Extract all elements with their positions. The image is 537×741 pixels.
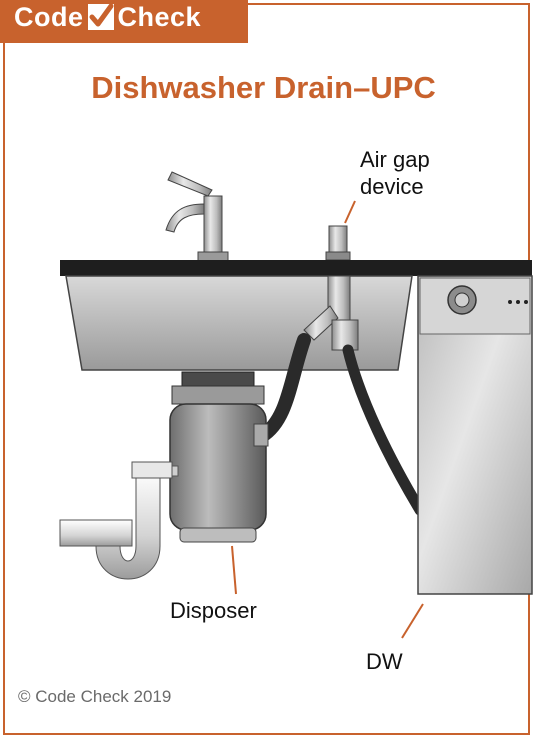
air-gap-label-line2: device — [360, 174, 424, 199]
drain-hose-to-disposer — [255, 333, 311, 443]
checkbox-check-icon — [87, 3, 114, 30]
dishwasher-callout: DW — [366, 649, 403, 674]
copyright-notice: © Code Check 2019 — [18, 687, 172, 706]
brand-word-check: Check — [117, 2, 202, 32]
p-trap — [59, 461, 179, 580]
brand-logo: Code Check — [14, 2, 201, 33]
dw-leader — [401, 603, 424, 639]
dishwasher — [417, 275, 533, 595]
air-gap-device — [325, 225, 351, 261]
air-gap-label-line1: Air gap — [360, 147, 430, 172]
air-gap-callout: Air gap device — [360, 146, 430, 200]
sink-bowl — [65, 275, 413, 371]
drain-hose-from-dishwasher — [342, 344, 426, 516]
disposer-leader — [231, 545, 237, 595]
brand-word-code: Code — [14, 2, 84, 32]
air-gap-tailpiece — [303, 275, 359, 351]
brand-tab: Code Check — [0, 0, 248, 43]
disposer-callout: Disposer — [170, 598, 257, 623]
countertop — [60, 260, 532, 276]
faucet — [165, 171, 229, 263]
diagram-title: Dishwasher Drain–UPC — [91, 70, 436, 105]
air-gap-leader — [344, 200, 356, 224]
disposer — [169, 371, 269, 543]
